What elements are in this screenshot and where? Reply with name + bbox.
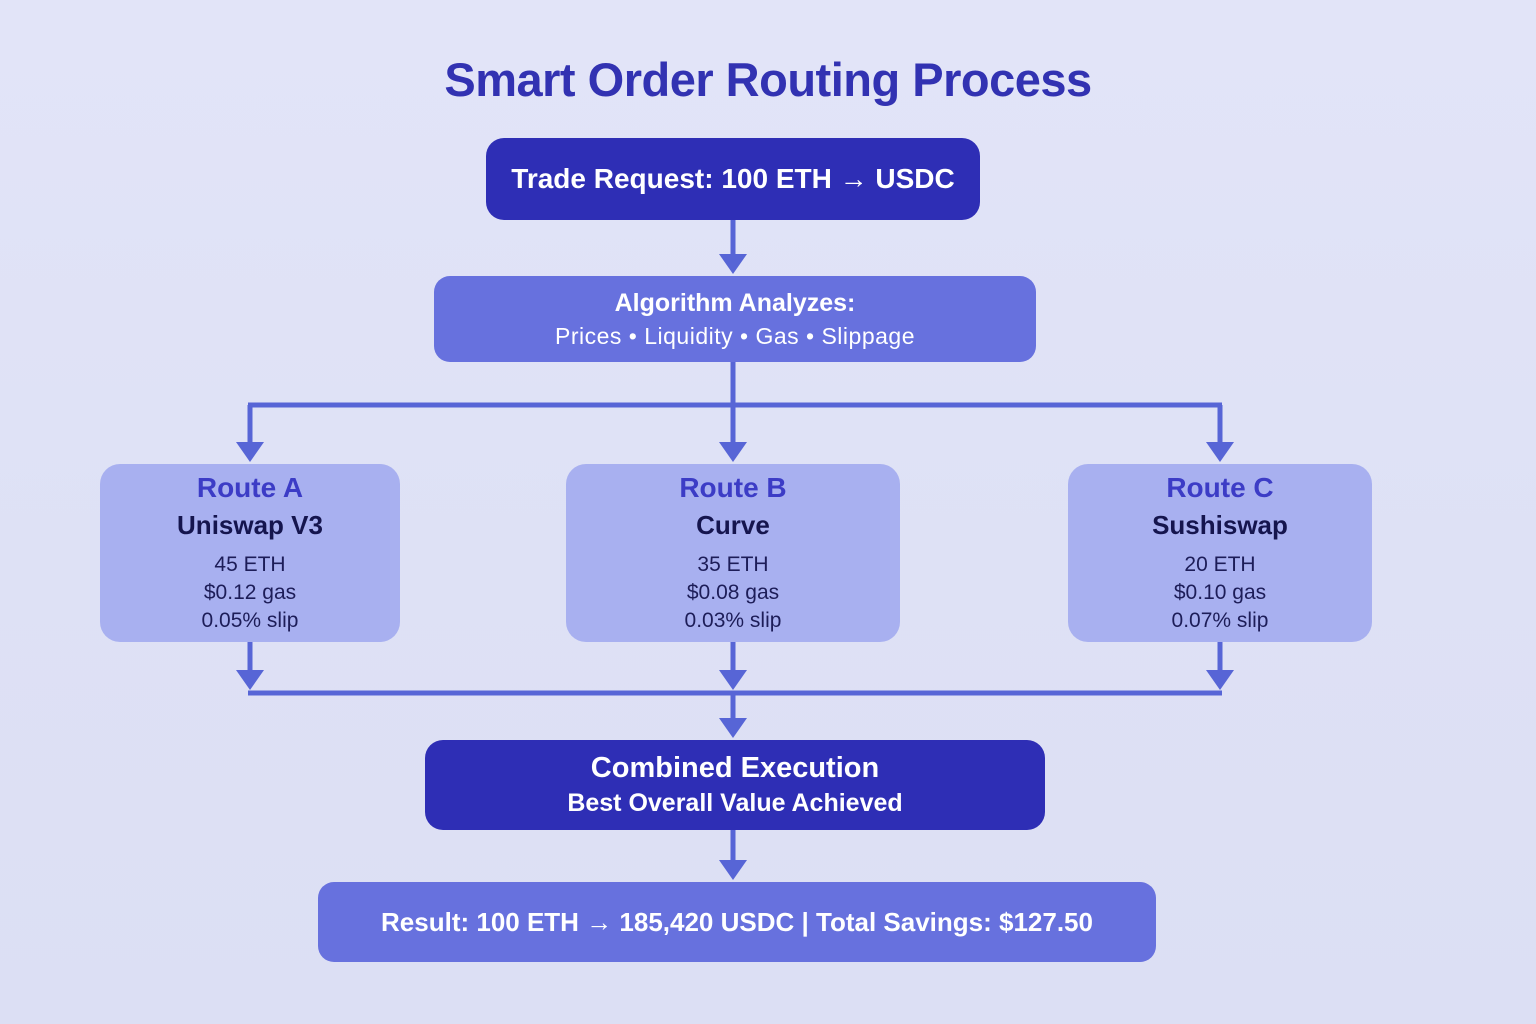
trade-request-node: Trade Request: 100 ETH → USDC (486, 138, 980, 220)
combined-execution-node: Combined Execution Best Overall Value Ac… (425, 740, 1045, 830)
arrowhead-route-c (1206, 442, 1234, 462)
result-node: Result: 100 ETH → 185,420 USDC | Total S… (318, 882, 1156, 962)
algorithm-title: Algorithm Analyzes: (614, 288, 856, 317)
result-label: Result: 100 ETH → 185,420 USDC | Total S… (381, 906, 1093, 937)
route-a-node: Route A Uniswap V3 45 ETH $0.12 gas 0.05… (100, 464, 400, 642)
arrowhead-merge-b (719, 670, 747, 690)
arrowhead-trade-to-algorithm (719, 254, 747, 274)
route-b-node: Route B Curve 35 ETH $0.08 gas 0.03% sli… (566, 464, 900, 642)
route-slippage: 0.07% slip (1171, 608, 1269, 632)
arrowhead-result (719, 860, 747, 880)
route-slippage: 0.03% slip (684, 608, 782, 632)
route-venue: Sushiswap (1152, 509, 1288, 540)
combined-title: Combined Execution (590, 752, 880, 784)
route-gas: $0.10 gas (1173, 580, 1267, 604)
route-gas: $0.12 gas (203, 580, 297, 604)
arrowhead-route-a (236, 442, 264, 462)
arrowhead-merge-c (1206, 670, 1234, 690)
route-venue: Uniswap V3 (177, 509, 323, 540)
combined-subtitle: Best Overall Value Achieved (567, 789, 903, 817)
arrowhead-merge-a (236, 670, 264, 690)
route-slippage: 0.05% slip (201, 608, 299, 632)
route-name: Route C (1166, 471, 1274, 503)
route-amount: 35 ETH (697, 552, 769, 576)
route-c-node: Route C Sushiswap 20 ETH $0.10 gas 0.07%… (1068, 464, 1372, 642)
route-amount: 20 ETH (1184, 552, 1256, 576)
arrowhead-combined (719, 718, 747, 738)
route-gas: $0.08 gas (686, 580, 780, 604)
route-amount: 45 ETH (214, 552, 286, 576)
page-title: Smart Order Routing Process (444, 53, 1092, 106)
trade-request-label: Trade Request: 100 ETH → USDC (511, 163, 955, 194)
route-name: Route B (679, 471, 787, 503)
route-name: Route A (196, 471, 304, 503)
algorithm-subtitle: Prices • Liquidity • Gas • Slippage (555, 322, 915, 349)
algorithm-node: Algorithm Analyzes: Prices • Liquidity •… (434, 276, 1036, 362)
arrowhead-route-b (719, 442, 747, 462)
route-venue: Curve (696, 509, 770, 540)
